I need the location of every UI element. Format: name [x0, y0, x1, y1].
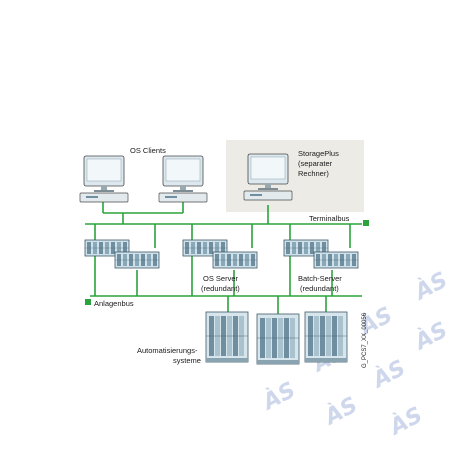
watermark-mark: ÀS	[257, 377, 300, 416]
storageplus-pc	[243, 153, 293, 201]
anlagenbus-label: Anlagenbus	[94, 299, 134, 308]
storageplus-panel	[226, 140, 364, 212]
storageplus-label-line2: (separater	[298, 159, 333, 168]
watermark-mark: ÀS	[367, 355, 410, 394]
watermark-mark: ÀS	[354, 302, 397, 341]
terminalbus-lines	[85, 201, 362, 248]
storageplus-label-line3: Rechner)	[298, 169, 329, 178]
automation-system-1	[205, 311, 249, 363]
automation-systems-label-line2: systeme	[173, 356, 201, 365]
os-server-pair	[182, 239, 258, 269]
os-server-label-line1: OS Server	[203, 274, 239, 283]
watermark-mark: ÀS	[384, 402, 427, 441]
os-server-label-line2: (redundant)	[201, 284, 240, 293]
os-client-2	[158, 155, 208, 203]
os-client-server-pair-1	[84, 239, 160, 269]
terminalbus-marker	[363, 220, 369, 226]
automation-systems-label-line1: Automatisierungs-	[137, 346, 198, 355]
anlagenbus-marker	[85, 299, 91, 305]
automation-system-3	[304, 311, 348, 363]
batch-server-label-line2: (redundant)	[300, 284, 339, 293]
automation-system-2	[256, 313, 300, 365]
storageplus-label-line1: StoragePlus	[298, 149, 339, 158]
terminalbus-label: Terminalbus	[309, 214, 350, 223]
watermark-mark: ÀS	[319, 392, 362, 431]
batch-server-label-line1: Batch-Server	[298, 274, 342, 283]
anlagenbus-lines	[90, 256, 362, 314]
os-clients-label: OS Clients	[130, 146, 166, 155]
watermark-mark: ÀS	[409, 267, 450, 306]
watermark-mark: ÀS	[409, 317, 450, 356]
os-client-1	[79, 155, 129, 203]
batch-server-pair	[283, 239, 359, 269]
figure-id-label: G_PCS7_XX_00056	[362, 312, 368, 368]
